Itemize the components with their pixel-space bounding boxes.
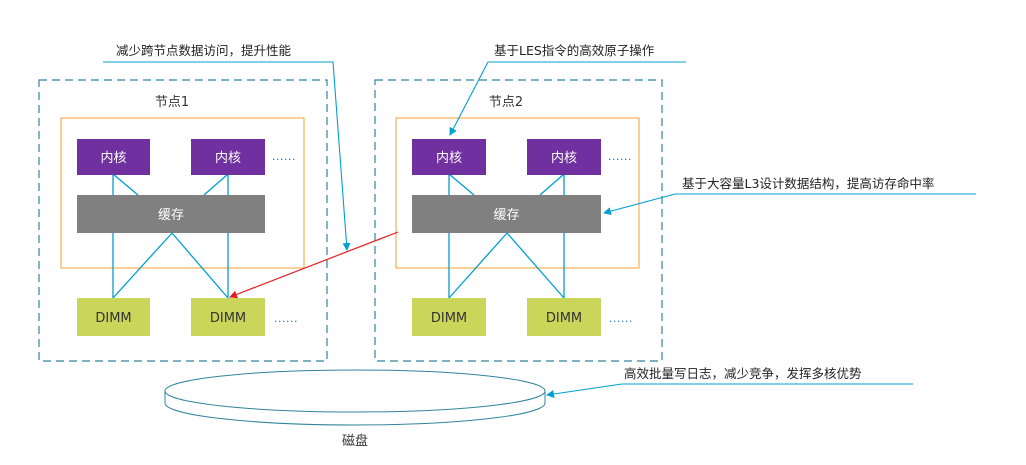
- node-1-links: [112, 173, 229, 299]
- node-2-frame: [374, 79, 663, 362]
- node-1-inner-frame: [60, 117, 305, 269]
- callout-reduce-cross-node: 减少跨节点数据访问，提升性能: [103, 43, 351, 251]
- callout-les-atomic-text: 基于LES指令的高效原子操作: [494, 43, 655, 58]
- node-1-dimm-more: ......: [274, 312, 298, 325]
- node-2-dimm-1: [412, 298, 486, 336]
- callout-l3-structure-text: 基于大容量L3设计数据结构，提高访存命中率: [682, 176, 934, 191]
- node-2-core-1: [412, 139, 486, 175]
- node-2-core-2-label: 内核: [551, 150, 577, 166]
- node-2-dimm-1-label: DIMM: [431, 311, 467, 326]
- node-1-core-1: [77, 139, 150, 175]
- node-1: 节点1 内核 内核 ...... 缓存 DIMM DIMM ......: [38, 79, 328, 362]
- node-2-links: [448, 173, 565, 299]
- node-1-core-2: [191, 139, 265, 175]
- node-1-cache: [77, 195, 265, 233]
- callout-batch-log-text: 高效批量写日志，减少竞争，发挥多核优势: [624, 366, 862, 381]
- callout-l3-structure-leader: [603, 193, 976, 216]
- callout-reduce-cross-node-leader: [103, 61, 351, 251]
- disk-label: 磁盘: [342, 433, 368, 449]
- node-1-dimm-1-label: DIMM: [95, 311, 131, 326]
- node-2-core-1-label: 内核: [436, 150, 462, 166]
- cross-node-access-arrow: [229, 231, 399, 299]
- node-2-cache-label: 缓存: [493, 208, 519, 223]
- node-1-frame: [38, 79, 328, 362]
- node-1-core-2-label: 内核: [215, 150, 241, 166]
- node-2-dimm-2: [527, 298, 601, 336]
- callout-les-atomic: 基于LES指令的高效原子操作: [449, 43, 686, 136]
- node-1-dimm-2-label: DIMM: [210, 311, 246, 326]
- node-2-dimm-more: ......: [609, 312, 633, 325]
- callout-reduce-cross-node-text: 减少跨节点数据访问，提升性能: [116, 43, 292, 58]
- callout-batch-log-leader: [546, 383, 913, 398]
- node-2-dimm-2-label: DIMM: [546, 311, 582, 326]
- node-2: 节点2 内核 内核 ...... 缓存 DIMM DIMM ......: [374, 79, 663, 362]
- node-2-title: 节点2: [489, 95, 523, 110]
- node-1-dimm-1: [77, 298, 150, 336]
- callout-les-atomic-leader: [449, 61, 686, 136]
- disk-top: [164, 369, 546, 413]
- node-2-cache: [412, 195, 601, 233]
- node-1-cache-label: 缓存: [158, 208, 184, 223]
- disk: 磁盘: [164, 369, 546, 449]
- callout-l3-structure: 基于大容量L3设计数据结构，提高访存命中率: [603, 176, 976, 216]
- node-1-title: 节点1: [155, 95, 189, 110]
- node-1-dimm-2: [191, 298, 265, 336]
- node-2-core-2: [527, 139, 601, 175]
- callout-batch-log: 高效批量写日志，减少竞争，发挥多核优势: [546, 366, 913, 398]
- node-2-inner-frame: [395, 117, 640, 269]
- node-2-core-more: ......: [608, 150, 632, 163]
- node-1-core-more: ......: [272, 150, 296, 163]
- node-1-core-1-label: 内核: [100, 150, 126, 166]
